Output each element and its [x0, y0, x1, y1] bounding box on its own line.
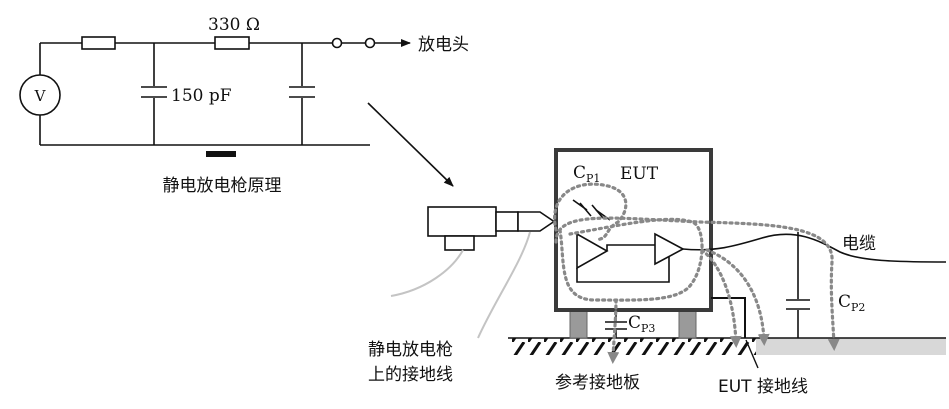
cp3-label: CP3	[628, 313, 655, 335]
reference-plane-label: 参考接地板	[555, 373, 640, 393]
gun-principle-label: 静电放电枪原理	[163, 176, 282, 196]
schematic-to-setup-arrow	[367, 102, 454, 187]
discharge-path-cp3	[607, 298, 620, 364]
cp2-capacitor	[786, 232, 810, 338]
esd-gun	[427, 206, 556, 251]
eut-circuit	[576, 232, 685, 283]
resistor-1	[81, 36, 116, 50]
gun-body	[427, 206, 497, 237]
discharge-paths	[553, 182, 840, 364]
discharge-path-large	[554, 216, 840, 351]
eut-ground-wire	[711, 297, 746, 338]
gun-schematic	[19, 36, 411, 146]
switch-contact-a	[331, 37, 343, 49]
gun-nozzle	[495, 211, 519, 232]
resistor-330	[214, 36, 250, 50]
reference-plane-fill	[756, 338, 946, 355]
resistor-value-label: 330 Ω	[208, 15, 260, 35]
eut-ground-pointer	[745, 339, 759, 369]
cp2-label: CP2	[838, 292, 865, 314]
amplifier-1	[576, 232, 609, 270]
eut-foot-left	[569, 309, 588, 339]
eut-label: EUT	[620, 164, 659, 184]
capacitor-value-label: 150 pF	[171, 86, 232, 106]
eut-foot-right	[678, 309, 697, 339]
switch-contact-b	[364, 37, 376, 49]
discharge-path-cable	[705, 248, 770, 346]
gun-ground-cable-1	[390, 249, 464, 297]
cp1-label: CP1	[573, 163, 600, 185]
reference-plane-hatch	[510, 338, 756, 355]
gun-ground-label-1: 静电放电枪	[368, 340, 453, 360]
ground-tab	[206, 151, 236, 157]
gun-tip	[517, 211, 556, 232]
cable	[682, 233, 947, 263]
cp1-capacitor-symbol	[572, 199, 611, 221]
eut-ground-label: EUT 接地线	[718, 377, 808, 397]
gun-ground-label-2: 上的接地线	[368, 365, 453, 385]
cable-label: 电缆	[842, 234, 876, 254]
discharge-path-cp1	[553, 182, 628, 242]
amplifier-2	[654, 232, 685, 266]
discharge-tip-label: 放电头	[418, 35, 469, 55]
discharge-path-ground-wire	[700, 248, 742, 348]
voltage-source-label: V	[34, 87, 47, 105]
gun-handle	[444, 235, 475, 251]
gun-ground-cable-2	[477, 231, 531, 339]
